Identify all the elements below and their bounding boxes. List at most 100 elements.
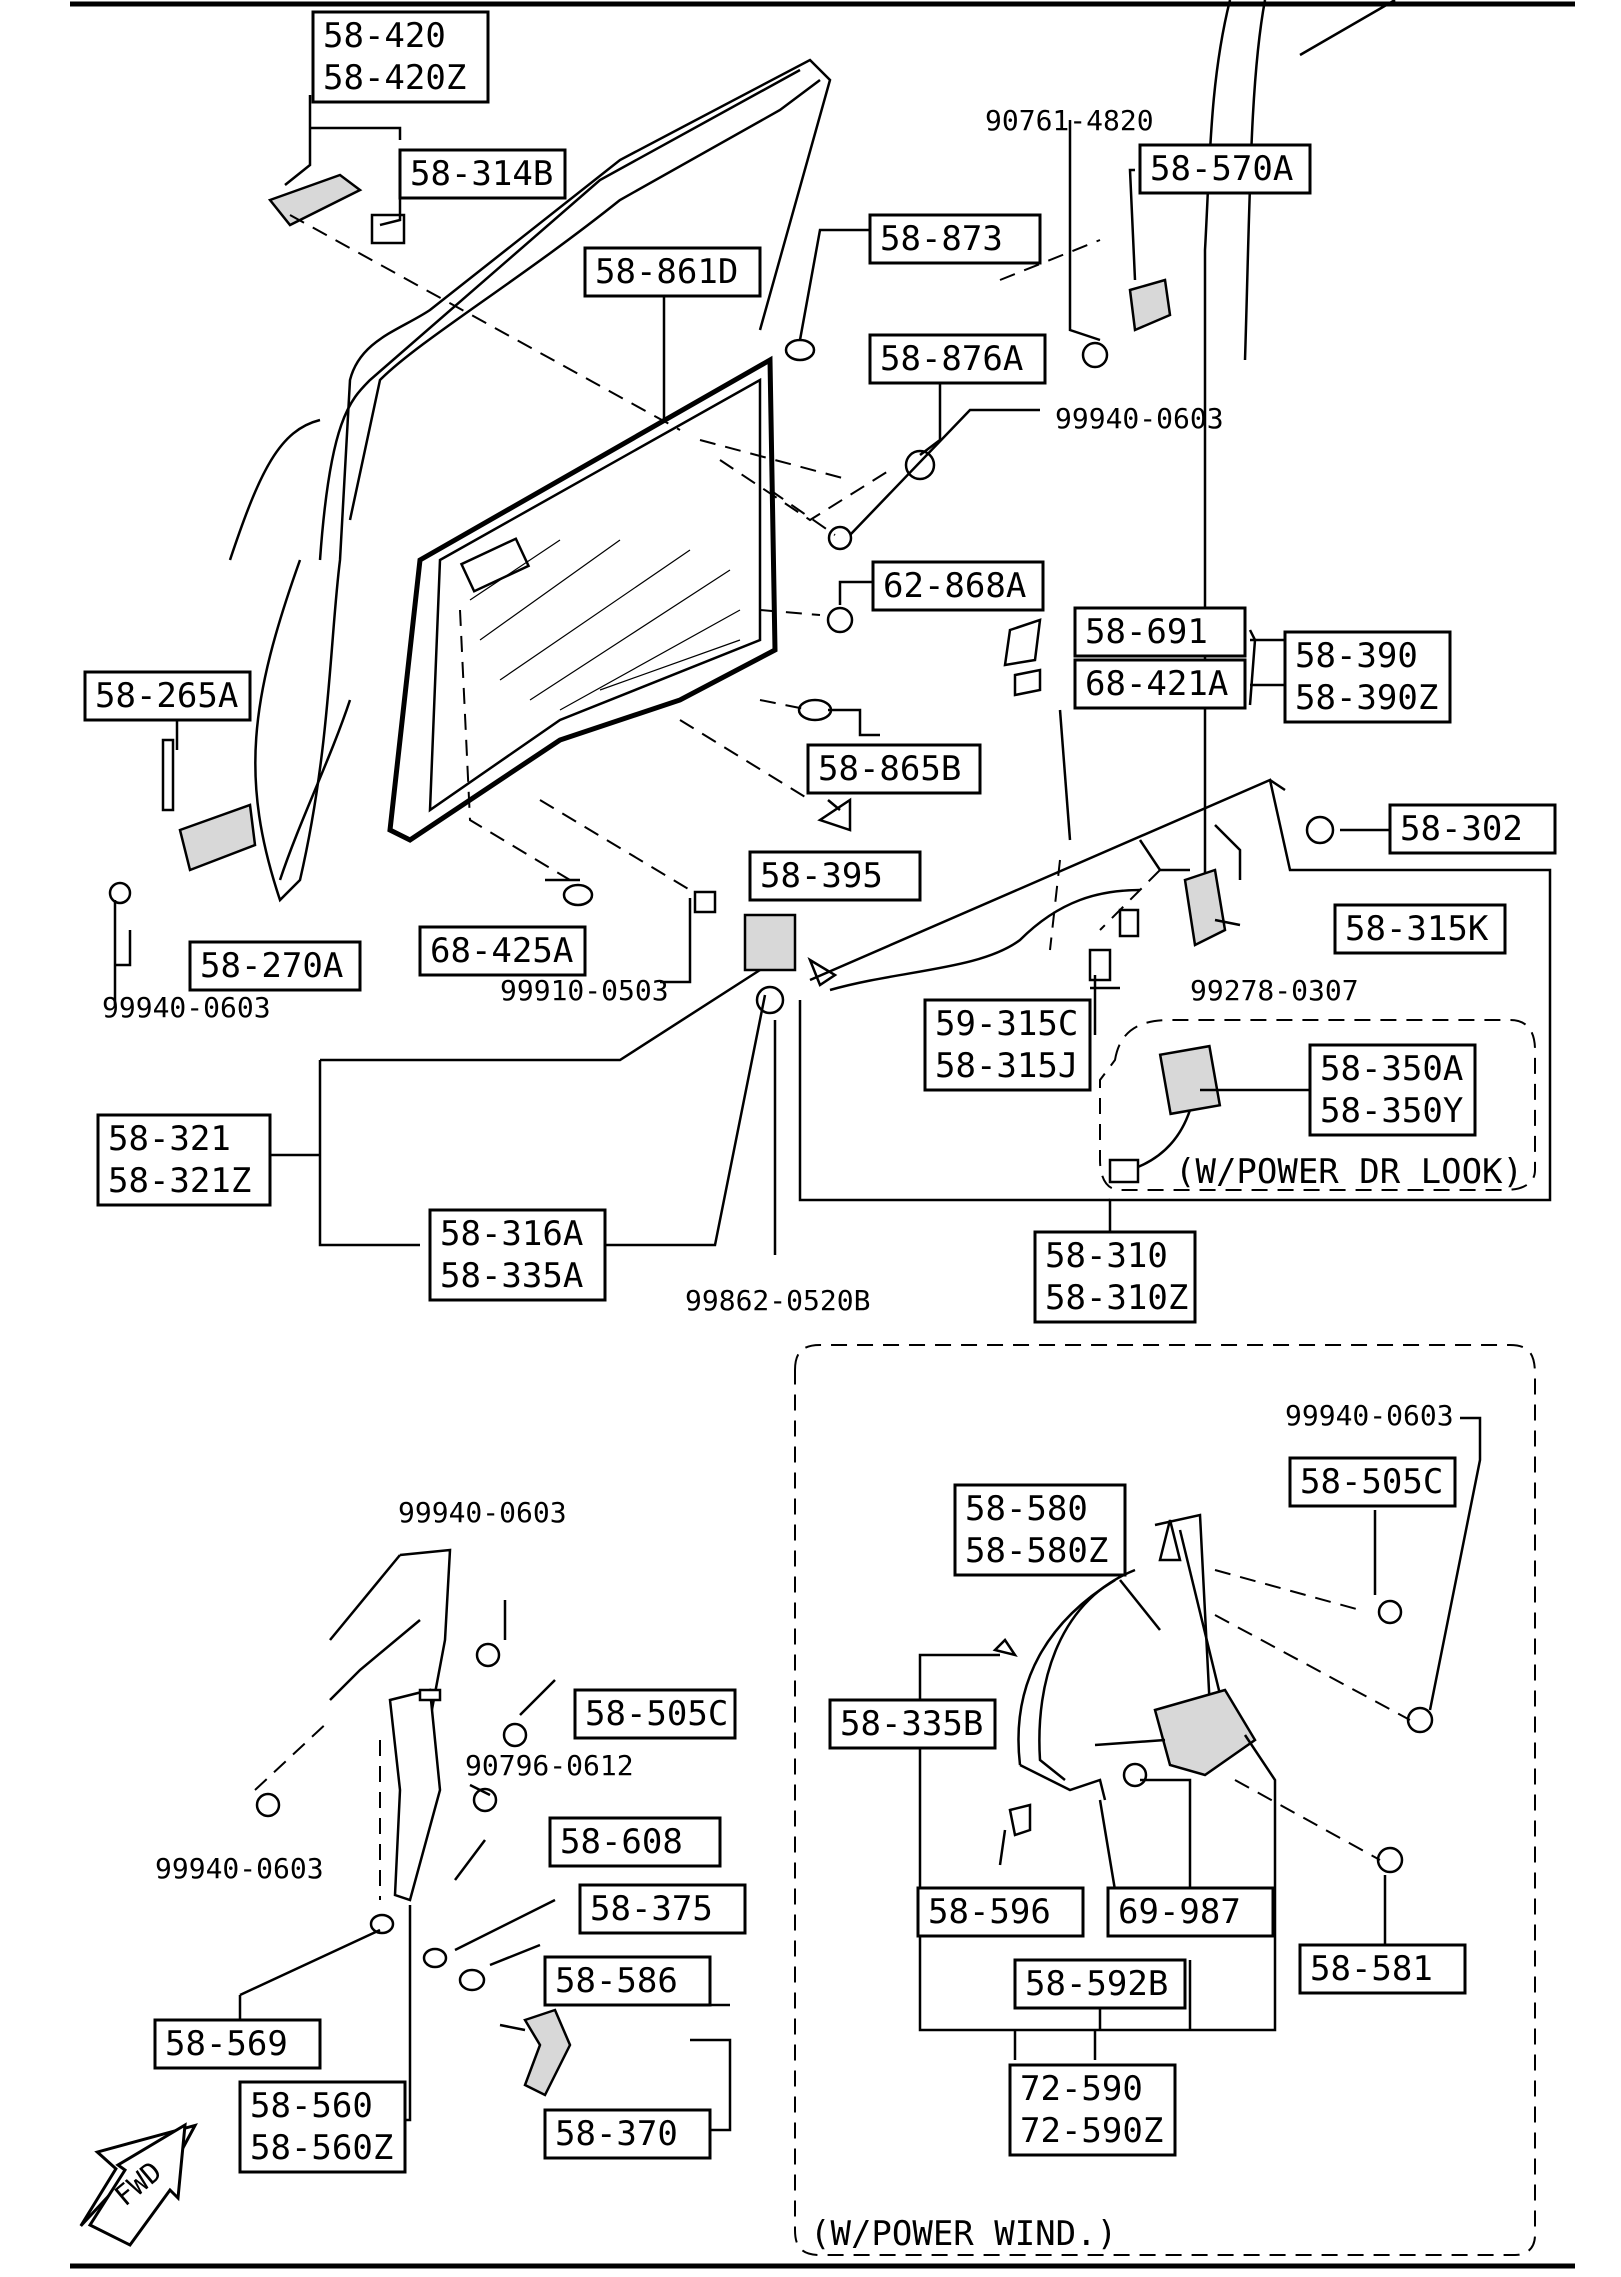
part-number-label: 58-316A [440,1214,583,1254]
callout-c30: 58-569 [153,2018,322,2070]
power-regulator-part [992,1513,1434,1874]
callout-c31: 58-596 [916,1886,1085,1938]
callout-box [1106,1886,1275,1938]
part-number-label: 58-580Z [965,1531,1108,1571]
part-number-label: 68-421A [1085,664,1228,704]
callout-box [1308,1043,1477,1137]
fastener-part-number: 99940-0603 [398,1496,567,1529]
callout-c28: 58-375 [578,1883,747,1935]
part-number-label: 58-865B [818,749,961,789]
door-check-part [108,738,257,905]
part-number-label: 58-560 [250,2086,373,2126]
part-number-label: 58-390 [1295,636,1418,676]
callout-c29: 58-586 [543,1955,712,2007]
callout-c32: 69-987 [1106,1886,1275,1938]
part-number-label: 58-505C [585,1694,728,1734]
callout-c8: 58-691 [1073,606,1247,658]
part-number-label: 58-569 [165,2024,288,2064]
part-number-label: 58-310Z [1045,1278,1188,1318]
power-window-dashed-box [794,1344,1536,2256]
callout-box [868,213,1042,265]
callout-box [543,2108,712,2160]
power-lock-dashed-box [1099,1019,1536,1191]
manual-regulator-part [254,1548,572,2097]
callout-c3: 58-861D [583,246,762,298]
callout-box [1388,803,1557,855]
fastener-part-number: 90761-4820 [985,104,1154,137]
door-lock-part [829,709,1242,992]
part-number-label: 58-310 [1045,1236,1168,1276]
callout-box [96,1113,272,1207]
callout-c14: 58-302 [1388,803,1557,855]
part-number-label: 72-590Z [1020,2111,1163,2151]
callout-box [1013,1958,1187,2010]
callout-box [573,1688,737,1740]
callout-box [828,1698,997,1750]
callout-box [548,1816,722,1868]
callout-box [871,560,1045,612]
part-number-label: 69-987 [1118,1892,1241,1932]
part-number-label: 58-302 [1400,809,1523,849]
part-number-label: 58-315K [1345,909,1489,949]
bracket-lines-top [270,778,1552,1255]
callout-c34: 58-581 [1298,1943,1467,1995]
fastener-part-number: 99862-0520B [685,1284,870,1317]
part-number-label: 58-570A [1150,149,1293,189]
callout-c23: 58-505C [573,1688,737,1740]
callout-c26: 58-335B [828,1698,997,1750]
part-number-label: 58-350Y [1320,1091,1463,1131]
callout-c7: 62-868A [871,560,1045,612]
part-number-label: 58-335B [840,1704,983,1744]
fastener-part-number: 99940-0603 [155,1852,324,1885]
inside-handle-part [267,173,406,245]
callout-c13: 58-395 [748,850,922,902]
callout-box [748,850,922,902]
callout-c25: 58-505C [1288,1456,1457,1508]
callout-box [1298,1943,1467,1995]
part-number-label: 58-580 [965,1489,1088,1529]
part-number-label: 58-314B [410,154,553,194]
part-number-label: 58-350A [1320,1049,1463,1089]
callout-box [806,743,982,795]
power-lock-actuator-part [1108,1044,1222,1184]
part-number-label: 72-590 [1020,2069,1143,2109]
callout-box [916,1886,1085,1938]
part-number-label: 58-861D [595,252,738,292]
part-number-label: 58-270A [200,946,343,986]
plain-labels: 90761-482099940-060399940-060399910-0503… [102,104,1454,1885]
power-window-note: (W/POWER WIND.) [810,2214,1117,2254]
clip-parts [562,338,1335,1015]
fastener-part-number: 99940-0603 [102,991,271,1024]
callout-c27: 58-608 [548,1816,722,1868]
part-number-label: 58-505C [1300,1462,1443,1502]
striker-part [1081,278,1172,369]
callout-c2: 58-314B [398,148,567,200]
part-number-label: 58-873 [880,219,1003,259]
callout-c6: 58-570A [1138,143,1312,195]
door-trim-panel [387,355,778,843]
part-number-label: 58-596 [928,1892,1051,1932]
part-number-label: 58-420Z [323,58,466,98]
callout-box [953,1483,1127,1577]
callout-box [1033,1230,1197,1324]
part-number-label: 58-586 [555,1961,678,2001]
part-number-label: 58-265A [95,676,238,716]
part-number-label: 58-395 [760,856,883,896]
callout-c33: 58-592B [1013,1958,1187,2010]
part-number-label: 58-370 [555,2114,678,2154]
callout-box [1288,1456,1457,1508]
callout-box [1138,143,1312,195]
callout-c11: 58-265A [83,670,252,722]
part-number-label: 58-691 [1085,612,1208,652]
callout-c35: 58-370 [543,2108,712,2160]
